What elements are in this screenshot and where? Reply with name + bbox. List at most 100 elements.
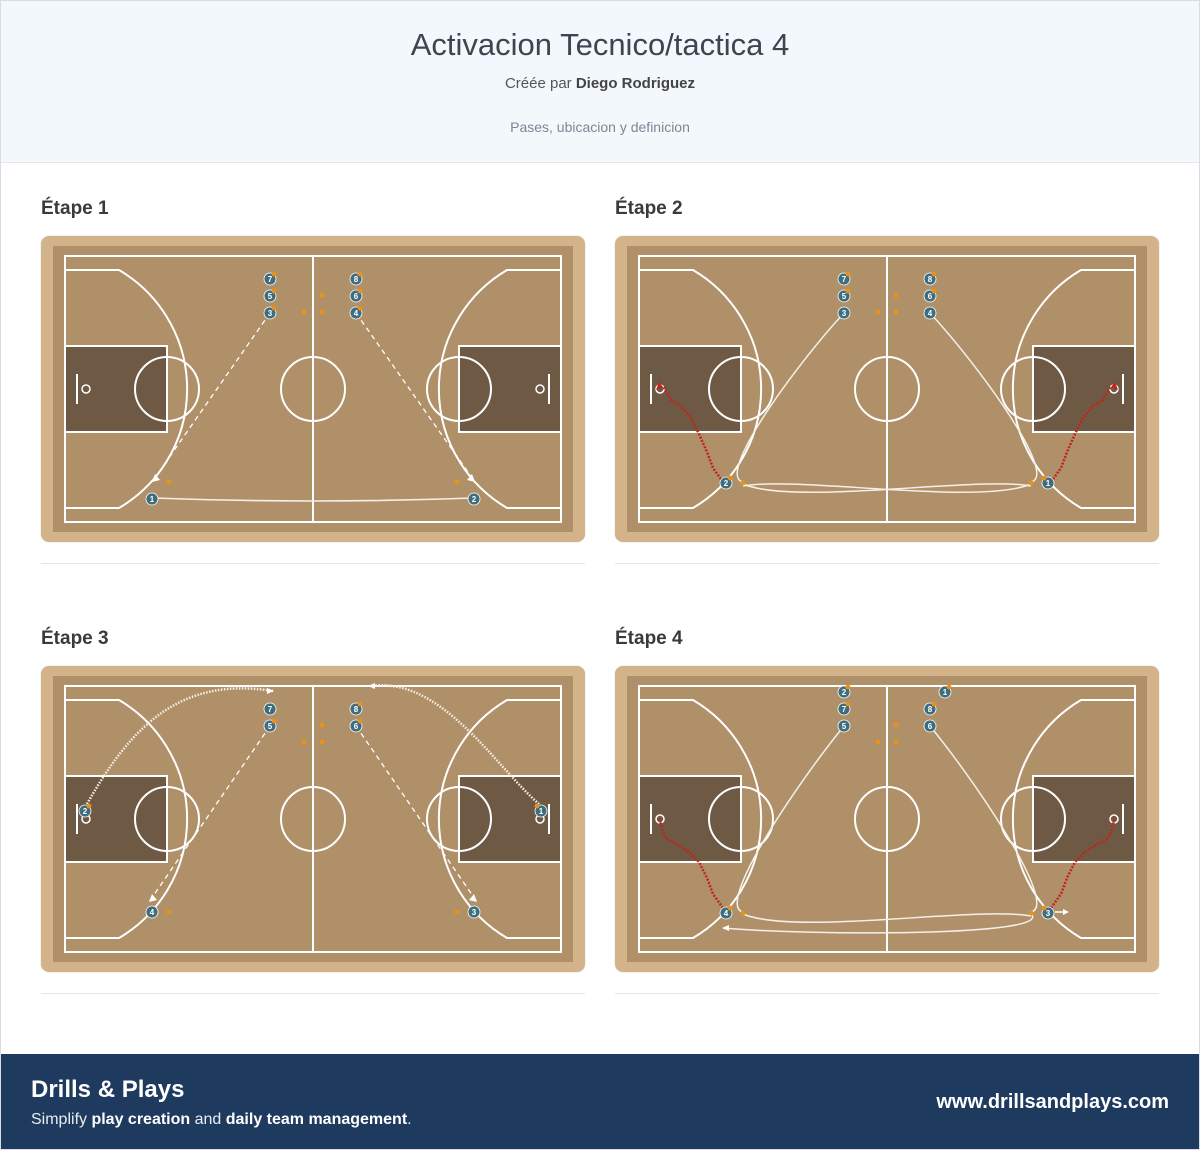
player-number: 3: [472, 908, 477, 917]
cone-marker: [301, 309, 307, 315]
center-circle: [854, 786, 920, 852]
step-2: Étape 2 7 5 3 8: [615, 198, 1159, 564]
player-number: 6: [354, 722, 359, 731]
center-circle: [854, 356, 920, 422]
player-token[interactable]: 3: [1041, 905, 1055, 920]
player-number: 3: [842, 309, 847, 318]
player-number: 2: [724, 479, 729, 488]
court-diagram[interactable]: 7 5 3 8 6 4 1 2: [41, 236, 585, 542]
player-number: 5: [842, 722, 847, 731]
right-free-throw-circle: [1000, 786, 1066, 852]
cone-marker: [740, 480, 746, 486]
player-number: 6: [928, 292, 933, 301]
right-three-point-line: [437, 269, 561, 509]
right-three-point-line: [437, 699, 561, 939]
player-token[interactable]: 7: [837, 271, 851, 286]
player-number: 2: [842, 688, 847, 697]
player-number: 4: [724, 909, 729, 918]
player-number: 7: [842, 705, 847, 714]
cone-marker: [301, 739, 307, 745]
left-hoop: [81, 384, 91, 394]
right-three-point-line: [1011, 699, 1135, 939]
right-paint: [1032, 345, 1136, 433]
player-token[interactable]: 2: [837, 684, 851, 699]
player-number: 1: [150, 495, 155, 504]
player-token[interactable]: 8: [349, 701, 363, 716]
footer-url[interactable]: www.drillsandplays.com: [936, 1091, 1169, 1113]
player-token[interactable]: 7: [263, 702, 277, 716]
cone-marker: [893, 309, 899, 315]
player-token[interactable]: 4: [719, 905, 733, 920]
player-token[interactable]: 8: [923, 271, 937, 286]
player-token[interactable]: 2: [78, 803, 92, 818]
court-diagram[interactable]: 2 7 5 1 8 6 4 3: [615, 666, 1159, 972]
site-footer: Drills & Plays Simplify play creation an…: [1, 1054, 1199, 1149]
cone-marker: [875, 309, 881, 315]
player-token[interactable]: 8: [349, 271, 363, 286]
court-diagram[interactable]: 7 5 8 6 2 1 4 3: [41, 666, 585, 972]
left-free-throw-circle: [134, 356, 200, 422]
cone-marker: [454, 479, 460, 485]
player-token[interactable]: 5: [837, 288, 851, 303]
footer-brand[interactable]: Drills & Plays: [31, 1076, 185, 1103]
action-lines: [151, 312, 476, 502]
player-token[interactable]: 8: [923, 701, 937, 716]
player-token[interactable]: 6: [349, 718, 363, 733]
left-paint: [638, 775, 742, 863]
center-circle: [280, 786, 346, 852]
player-number: 8: [354, 705, 359, 714]
player-token[interactable]: 6: [923, 288, 937, 303]
author-prefix: Créée par: [504, 75, 572, 92]
step-1: Étape 1 7 5 3 8 6 4 1: [41, 198, 585, 564]
tagline-part: and: [190, 1111, 226, 1128]
player-token[interactable]: 7: [263, 271, 277, 286]
cone-marker: [319, 292, 325, 298]
player-token[interactable]: 4: [145, 905, 159, 919]
player-token[interactable]: 3: [467, 905, 481, 919]
page-title: Activacion Tecnico/tactica 4: [410, 27, 790, 62]
player-token[interactable]: 4: [923, 306, 937, 320]
action-lines: [656, 312, 1118, 494]
court-diagram[interactable]: 7 5 3 8 6 4 2 1: [615, 236, 1159, 542]
step-title: Étape 4: [615, 628, 683, 649]
player-number: 3: [1046, 909, 1051, 918]
player-token[interactable]: 2: [719, 475, 733, 490]
right-paint: [458, 775, 562, 863]
player-token[interactable]: 4: [349, 305, 363, 320]
cone-marker: [893, 292, 899, 298]
player-token[interactable]: 1: [1041, 475, 1055, 490]
player-token[interactable]: 2: [467, 492, 481, 506]
cone-marker: [319, 722, 325, 728]
player-token[interactable]: 1: [534, 803, 548, 818]
author-name[interactable]: Diego Rodriguez: [575, 75, 696, 92]
player-token[interactable]: 3: [263, 305, 277, 320]
step-title: Étape 2: [615, 198, 683, 219]
divider: [615, 993, 1159, 994]
player-token[interactable]: 6: [923, 719, 937, 733]
left-three-point-line: [65, 699, 189, 939]
author-line: Créée par Diego Rodriguez: [1, 75, 1199, 92]
left-paint: [64, 775, 168, 863]
page-header: Activacion Tecnico/tactica 4 Créée par D…: [1, 1, 1199, 163]
player-token[interactable]: 5: [263, 288, 277, 303]
player-token[interactable]: 6: [349, 288, 363, 303]
player-number: 8: [928, 705, 933, 714]
player-number: 1: [1046, 479, 1051, 488]
player-token[interactable]: 5: [263, 718, 277, 733]
player-token[interactable]: 5: [837, 719, 851, 733]
player-number: 5: [842, 292, 847, 301]
right-three-point-line: [1011, 269, 1135, 509]
drill-description: Pases, ubicacion y definicion: [510, 119, 690, 135]
player-token[interactable]: 7: [837, 701, 851, 716]
player-number: 4: [354, 309, 359, 318]
left-paint: [638, 345, 742, 433]
player-number: 5: [268, 722, 273, 731]
player-number: 6: [928, 722, 933, 731]
player-token[interactable]: 3: [837, 306, 851, 320]
cone-marker: [319, 739, 325, 745]
player-number: 1: [539, 807, 544, 816]
divider: [41, 563, 585, 564]
player-token[interactable]: 1: [938, 684, 952, 699]
player-number: 3: [268, 309, 273, 318]
player-token[interactable]: 1: [145, 492, 159, 506]
